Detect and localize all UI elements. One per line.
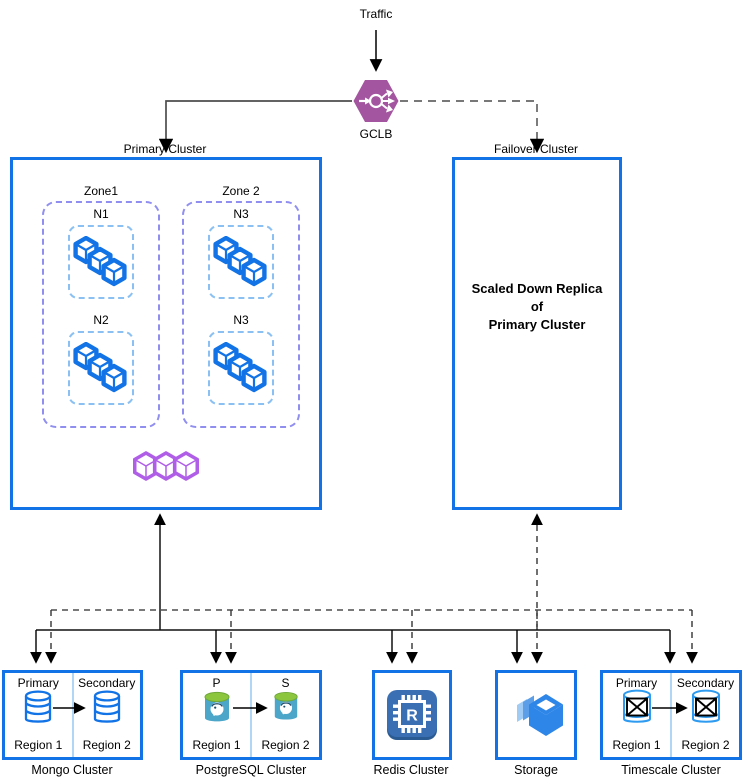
gclb-label: GCLB <box>359 127 393 141</box>
node-n1-label: N1 <box>93 207 109 221</box>
primary-cluster-label: Primary Cluster <box>123 142 207 156</box>
postgres-p-label: P <box>212 676 221 690</box>
zone-2: Zone 2 N3 N3 <box>182 184 300 428</box>
mongo-cluster-box: Primary Region 1 Secondary Region 2 <box>2 670 143 760</box>
redis-memorystore-icon: R <box>387 690 437 740</box>
mongo-region1-label: Region 1 <box>14 738 63 752</box>
mongo-region2-label: Region 2 <box>82 738 131 752</box>
redis-letter: R <box>406 708 418 725</box>
storage-icon <box>517 694 563 736</box>
zone-1: Zone1 N1 N2 <box>42 184 160 428</box>
traffic-label: Traffic <box>359 7 393 21</box>
node-n3a-label: N3 <box>233 207 249 221</box>
timescale-cluster-title: Timescale Cluster <box>621 763 721 777</box>
mongo-cluster-title: Mongo Cluster <box>31 763 113 777</box>
timescale-secondary-label: Secondary <box>676 676 735 690</box>
failover-cluster-label: Failover Cluster <box>493 142 579 156</box>
workloads-icon <box>213 342 267 393</box>
timescale-region1-label: Region 1 <box>612 738 661 752</box>
primary-cluster-box: Zone1 N1 N2 <box>10 157 322 510</box>
postgresql-cluster-title: PostgreSQL Cluster <box>195 763 307 777</box>
postgres-s-label: S <box>281 676 290 690</box>
timescale-cluster-box: Primary Region 1 Secondary <box>600 670 742 760</box>
postgresql-icon <box>273 691 298 720</box>
zone-1-label: Zone1 <box>83 184 119 198</box>
redis-cluster-title: Redis Cluster <box>373 763 449 777</box>
workloads-icon <box>213 236 267 287</box>
storage-box <box>495 670 577 760</box>
divider <box>71 673 74 757</box>
postgresql-cluster-box: P Region 1 S Region 2 <box>180 670 322 760</box>
postgres-secondary-cell: S Region 2 <box>252 673 319 757</box>
timescale-database-icon <box>691 689 720 723</box>
zone-2-label: Zone 2 <box>222 184 260 198</box>
timescale-primary-label: Primary <box>615 676 658 690</box>
workloads-icon <box>73 342 127 393</box>
divider <box>250 673 252 757</box>
divider <box>670 673 672 757</box>
postgresql-icon <box>204 691 229 722</box>
workloads-icon <box>73 236 127 287</box>
load-balancer-icon <box>353 80 399 122</box>
mongodb-database-icon <box>93 690 120 723</box>
node-n2-label: N2 <box>93 313 109 327</box>
mongo-primary-cell: Primary Region 1 <box>5 673 72 757</box>
timescale-secondary-cell: Secondary Region 2 <box>672 673 739 757</box>
node-n1 <box>68 225 134 299</box>
failover-description: Scaled Down Replica of Primary Cluster <box>471 281 603 332</box>
failover-cluster-box: Scaled Down Replica of Primary Cluster <box>452 157 622 510</box>
postgres-region1-label: Region 1 <box>192 738 241 752</box>
node-n2 <box>68 331 134 405</box>
node-n3b <box>208 331 274 405</box>
redis-cluster-box: R <box>372 670 452 760</box>
node-n3b-label: N3 <box>233 313 249 327</box>
mongo-secondary-cell: Secondary Region 2 <box>74 673 141 757</box>
timescale-database-icon <box>622 689 651 723</box>
postgres-region2-label: Region 2 <box>261 738 310 752</box>
mongodb-database-icon <box>25 690 52 723</box>
node-n3a <box>208 225 274 299</box>
mongo-secondary-label: Secondary <box>78 676 136 690</box>
timescale-region2-label: Region 2 <box>681 738 730 752</box>
timescale-primary-cell: Primary Region 1 <box>603 673 670 757</box>
storage-title: Storage <box>514 763 558 777</box>
postgres-primary-cell: P Region 1 <box>183 673 250 757</box>
mongo-primary-label: Primary <box>17 676 59 690</box>
pods-icon <box>133 451 199 481</box>
